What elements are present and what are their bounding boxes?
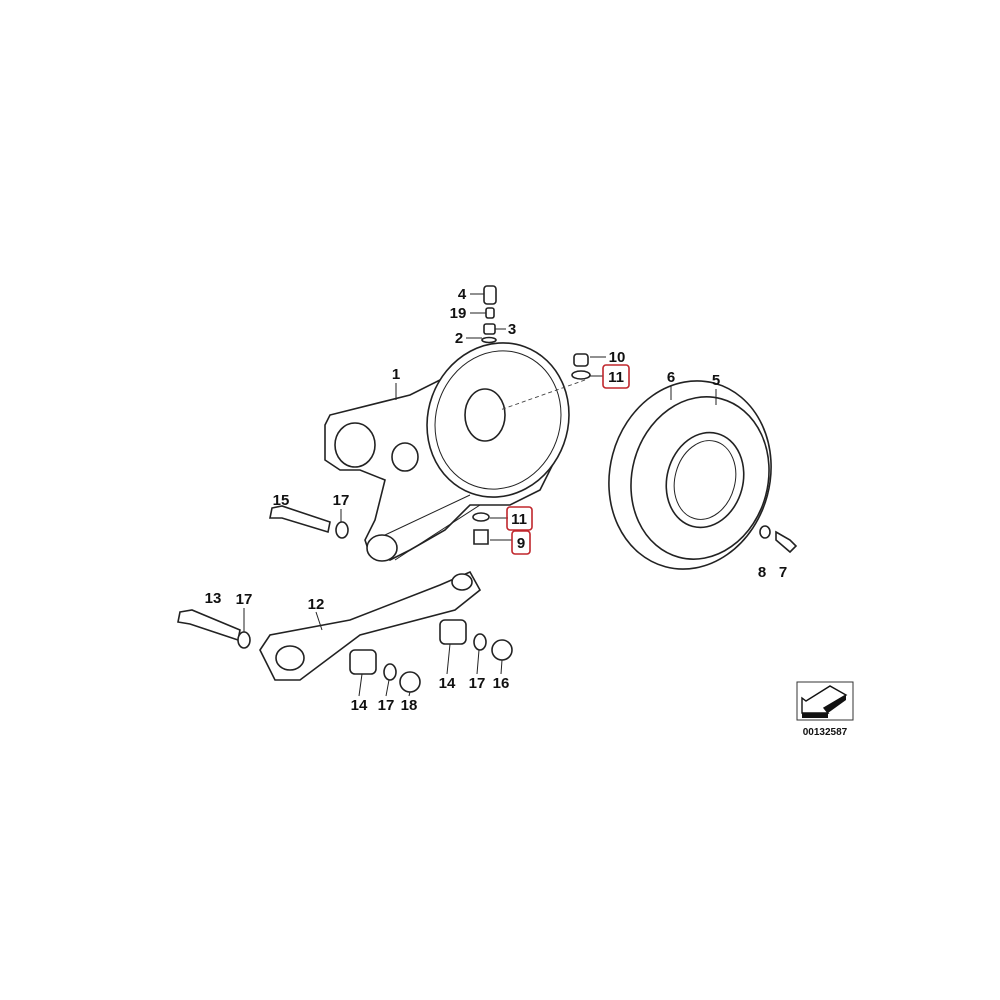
orientation-arrow-icon [796,681,854,721]
final-drive-housing[interactable] [324,323,590,562]
part-17-washer-4[interactable] [383,663,397,681]
part-12-torque-rod[interactable] [259,570,482,681]
part-10-plug[interactable] [573,353,589,367]
callout-14[interactable]: 14 [439,675,456,692]
part-15-bolt[interactable] [269,505,331,534]
diagram-code: 00132587 [803,727,848,738]
callout-19[interactable]: 19 [450,305,467,322]
part-9-drain-plug[interactable] [473,529,489,545]
callout-10[interactable]: 10 [609,349,626,366]
callout-7[interactable]: 7 [779,564,787,581]
part-19-pin[interactable] [485,307,495,319]
callout-17-b[interactable]: 17 [236,591,253,608]
callout-11-top[interactable]: 11 [608,369,624,386]
part-14-bush[interactable] [439,619,467,645]
callout-8[interactable]: 8 [758,564,766,581]
part-14-bush-2[interactable] [349,649,377,675]
part-17-washer-3[interactable] [473,633,487,651]
part-11-seal-bottom[interactable] [472,512,490,522]
callout-18[interactable]: 18 [401,697,418,714]
leader-lines [243,293,717,697]
part-2-oring[interactable] [481,336,497,344]
callout-12[interactable]: 12 [308,596,325,613]
part-13-bolt[interactable] [177,609,241,642]
callout-4[interactable]: 4 [458,286,467,303]
part-4-sleeve[interactable] [483,285,497,305]
callout-11-bottom[interactable]: 11 [511,511,527,528]
callout-14-b[interactable]: 14 [351,697,368,714]
callout-3[interactable]: 3 [508,321,516,338]
part-3-bush[interactable] [483,323,496,335]
highlight-box-9 [511,530,531,555]
callout-16[interactable]: 16 [493,675,510,692]
callout-17-d[interactable]: 17 [378,697,395,714]
callout-17[interactable]: 17 [333,492,350,509]
callout-2[interactable]: 2 [455,330,463,347]
callout-15[interactable]: 15 [273,492,290,509]
callout-9[interactable]: 9 [517,535,525,552]
part-7-bolt[interactable] [775,530,798,554]
highlight-box-11-bottom [506,506,533,531]
highlight-box-11-top [602,364,630,389]
part-16-nut[interactable] [491,639,513,661]
part-8-washer[interactable] [759,525,771,539]
callout-6[interactable]: 6 [667,369,675,386]
callout-17-c[interactable]: 17 [469,675,486,692]
callout-1[interactable]: 1 [392,366,400,383]
part-17-washer-2[interactable] [237,631,251,649]
housing-cover[interactable] [588,363,792,588]
callout-5[interactable]: 5 [712,372,720,389]
part-18-nut[interactable] [399,671,421,693]
part-17-washer[interactable] [335,521,349,539]
part-11-seal-top[interactable] [571,370,591,380]
callout-13[interactable]: 13 [205,590,222,607]
